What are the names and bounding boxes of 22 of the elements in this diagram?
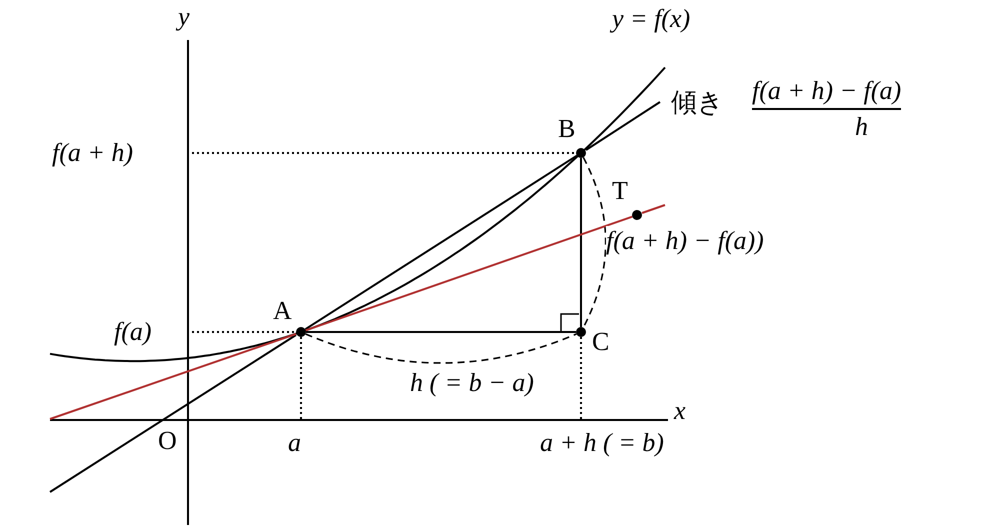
origin-label: O <box>158 426 177 456</box>
fraction-denominator: h <box>855 112 868 142</box>
curve-label: y = f(x) <box>612 4 690 34</box>
tick-label: f(a + h) <box>52 138 134 168</box>
axis-label: y <box>178 2 190 32</box>
fraction-numerator: f(a + h) − f(a) <box>752 76 902 110</box>
line-segment <box>305 216 633 332</box>
point-label: B <box>558 114 576 144</box>
line-segment <box>580 158 582 327</box>
tick-label: a <box>288 428 301 458</box>
tick-label: a + h ( = b) <box>540 428 664 458</box>
dashed-arc <box>582 157 606 328</box>
line-segment <box>306 331 576 333</box>
point-label: T <box>612 176 628 206</box>
axis-label: x <box>674 396 686 426</box>
point-label: A <box>273 296 292 326</box>
dashed-arc <box>305 333 577 364</box>
tick-label: f(a) <box>114 317 152 347</box>
line-segment <box>304 154 578 330</box>
slope-label: 傾き <box>671 88 724 118</box>
edge-label: f(a + h) − f(a)) <box>606 226 764 256</box>
point-label: C <box>592 327 610 357</box>
